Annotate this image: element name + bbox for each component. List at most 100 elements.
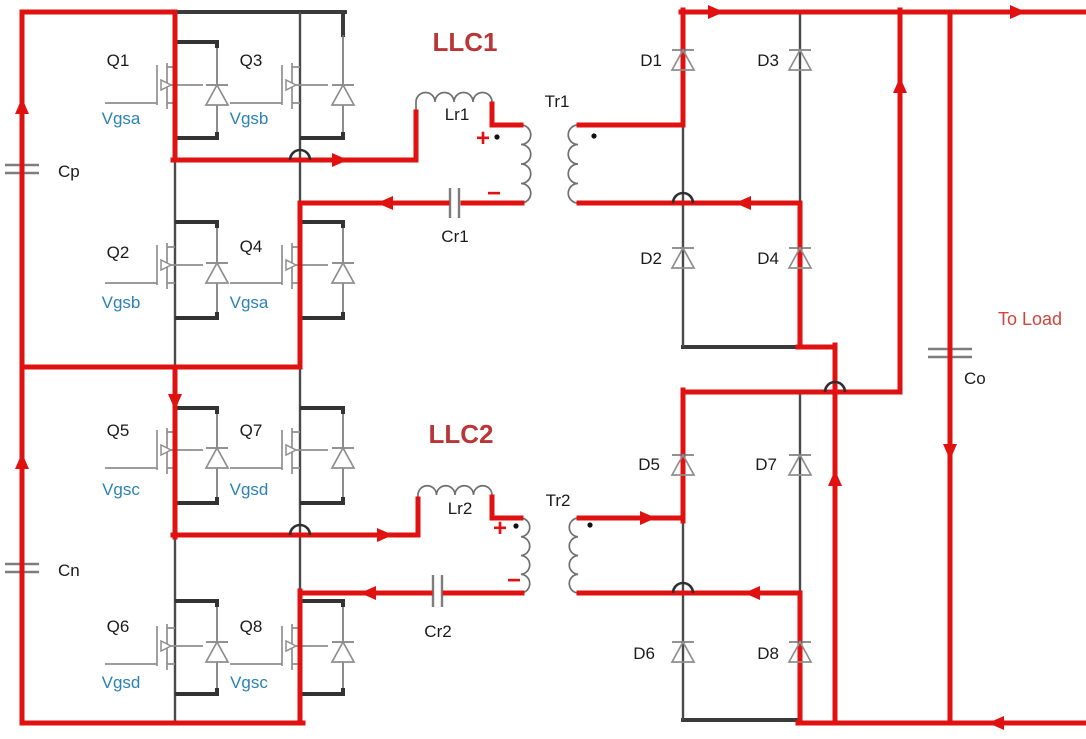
transformer-dots [494, 133, 597, 529]
transformer-tr1-secondary-coil [567, 124, 605, 204]
tr1-secondary-dot [591, 133, 597, 139]
hop-sec2-over-d6-column [671, 581, 695, 594]
current-feed-llc2 [170, 496, 421, 538]
mosfet-symbols [105, 63, 328, 670]
rectifier-diode-d6 [670, 640, 696, 663]
label-vgs-q8: Vgsc [230, 673, 268, 692]
current-sec1-bottom-d4 [576, 200, 803, 350]
q8-arrow [285, 639, 298, 653]
mosfet-q3 [230, 63, 328, 109]
mosfet-q8 [230, 624, 328, 670]
label-q5: Q5 [107, 421, 130, 440]
current-sec2-bottom-d8 [576, 590, 803, 726]
q3-diode-bracket [300, 132, 345, 140]
llc1-title: LLC1 [433, 27, 498, 57]
d8-triangle [787, 640, 813, 663]
label-cr1: Cr1 [441, 227, 468, 246]
d3-triangle [787, 48, 813, 71]
transformer-tr2-secondary-coil [568, 517, 605, 594]
current-rect2-top-rail [680, 7, 903, 395]
label-d6: D6 [633, 644, 655, 663]
q3-arrow [285, 78, 298, 92]
q5-diode-brackets [175, 406, 219, 505]
label-tr1: Tr1 [545, 92, 570, 111]
arrow-right-top-rail-2 [1010, 5, 1026, 19]
tr2-primary-dot [513, 523, 519, 529]
hop-rect2-rail-over-return [823, 380, 847, 393]
arrow-left-return-llc1 [377, 196, 393, 210]
arrow-left-sec2-bottom [744, 586, 760, 600]
label-d4: D4 [757, 249, 779, 268]
body-diode-q3 [330, 83, 356, 106]
mosfet-q1 [105, 63, 203, 109]
transformer-tr2-primary-coil [496, 517, 531, 594]
component-symbols [5, 91, 972, 607]
label-q7: Q7 [240, 421, 263, 440]
arrow-up-rect1-return [828, 470, 842, 486]
body-diode-q4 [330, 261, 356, 284]
label-tr2: Tr2 [546, 491, 571, 510]
rectifier-diode-d3 [787, 48, 813, 71]
rectifier-diode-d2 [670, 246, 696, 269]
label-vgs-q5: Vgsc [102, 480, 140, 499]
circuit-wiring [173, 10, 802, 723]
q4-arrow [285, 258, 298, 272]
inductor-lr1-coil [415, 91, 493, 162]
hop-feed2-over-q7-column [288, 523, 312, 536]
d7-triangle [787, 453, 813, 476]
q7-diode-brackets [300, 406, 345, 505]
llc2-title: LLC2 [429, 419, 494, 449]
label-d8: D8 [757, 644, 779, 663]
mosfet-q7 [230, 428, 328, 474]
label-q6: Q6 [107, 617, 130, 636]
label-lr1: Lr1 [445, 105, 470, 124]
arrow-right-top-rail-1 [708, 5, 724, 19]
current-lr1-to-primary [489, 101, 524, 128]
label-q2: Q2 [107, 243, 130, 262]
wire-crossover-hops [288, 148, 847, 594]
body-diode-q2 [204, 261, 230, 284]
q5-arrow [160, 443, 173, 457]
arrow-left-bottom-rail [988, 716, 1004, 730]
tr2-minus-sign: − [507, 567, 521, 594]
label-co: Co [964, 369, 986, 388]
q3-diode-triangle [330, 83, 356, 106]
arrow-right-feed-llc1 [332, 153, 348, 167]
label-vgs-q7: Vgsd [230, 480, 269, 499]
arrow-right-feed-llc2 [377, 528, 393, 542]
label-vgs-q4: Vgsa [230, 293, 269, 312]
tr2-plus-sign: + [493, 515, 507, 542]
arrow-left-return-llc2 [360, 586, 376, 600]
diode-symbols [204, 48, 813, 663]
d1-triangle [670, 48, 696, 71]
current-feed-llc1 [170, 109, 419, 163]
label-q3: Q3 [240, 51, 263, 70]
q4-diode-brackets [300, 220, 345, 320]
d6-triangle [670, 640, 696, 663]
d5-triangle [670, 453, 696, 476]
mosfet-q4 [230, 243, 328, 289]
q1-diode-brackets [175, 40, 219, 140]
arrow-down-midpoint-feed [168, 394, 182, 410]
tr1-minus-sign: − [487, 180, 501, 207]
arrow-down-co-branch [943, 444, 957, 460]
mosfet-q6 [105, 624, 203, 670]
q6-diode-brackets [175, 599, 219, 696]
label-cr2: Cr2 [424, 622, 451, 641]
current-lr2-to-primary [489, 494, 524, 521]
q5-diode-triangle [204, 446, 230, 469]
q1-arrow [160, 78, 173, 92]
body-diode-q5 [204, 446, 230, 469]
transformer-tr1-primary-coil [496, 124, 532, 204]
label-vgs-q1: Vgsa [102, 109, 141, 128]
body-diode-q7 [330, 446, 356, 469]
arrow-up-left-rail-lower [15, 453, 29, 469]
q7-arrow [285, 443, 298, 457]
rectifier-diode-d5 [670, 453, 696, 476]
q6-arrow [160, 639, 173, 653]
label-q8: Q8 [240, 617, 263, 636]
tr1-primary-dot [494, 134, 500, 140]
mosfet-q5 [105, 428, 203, 474]
